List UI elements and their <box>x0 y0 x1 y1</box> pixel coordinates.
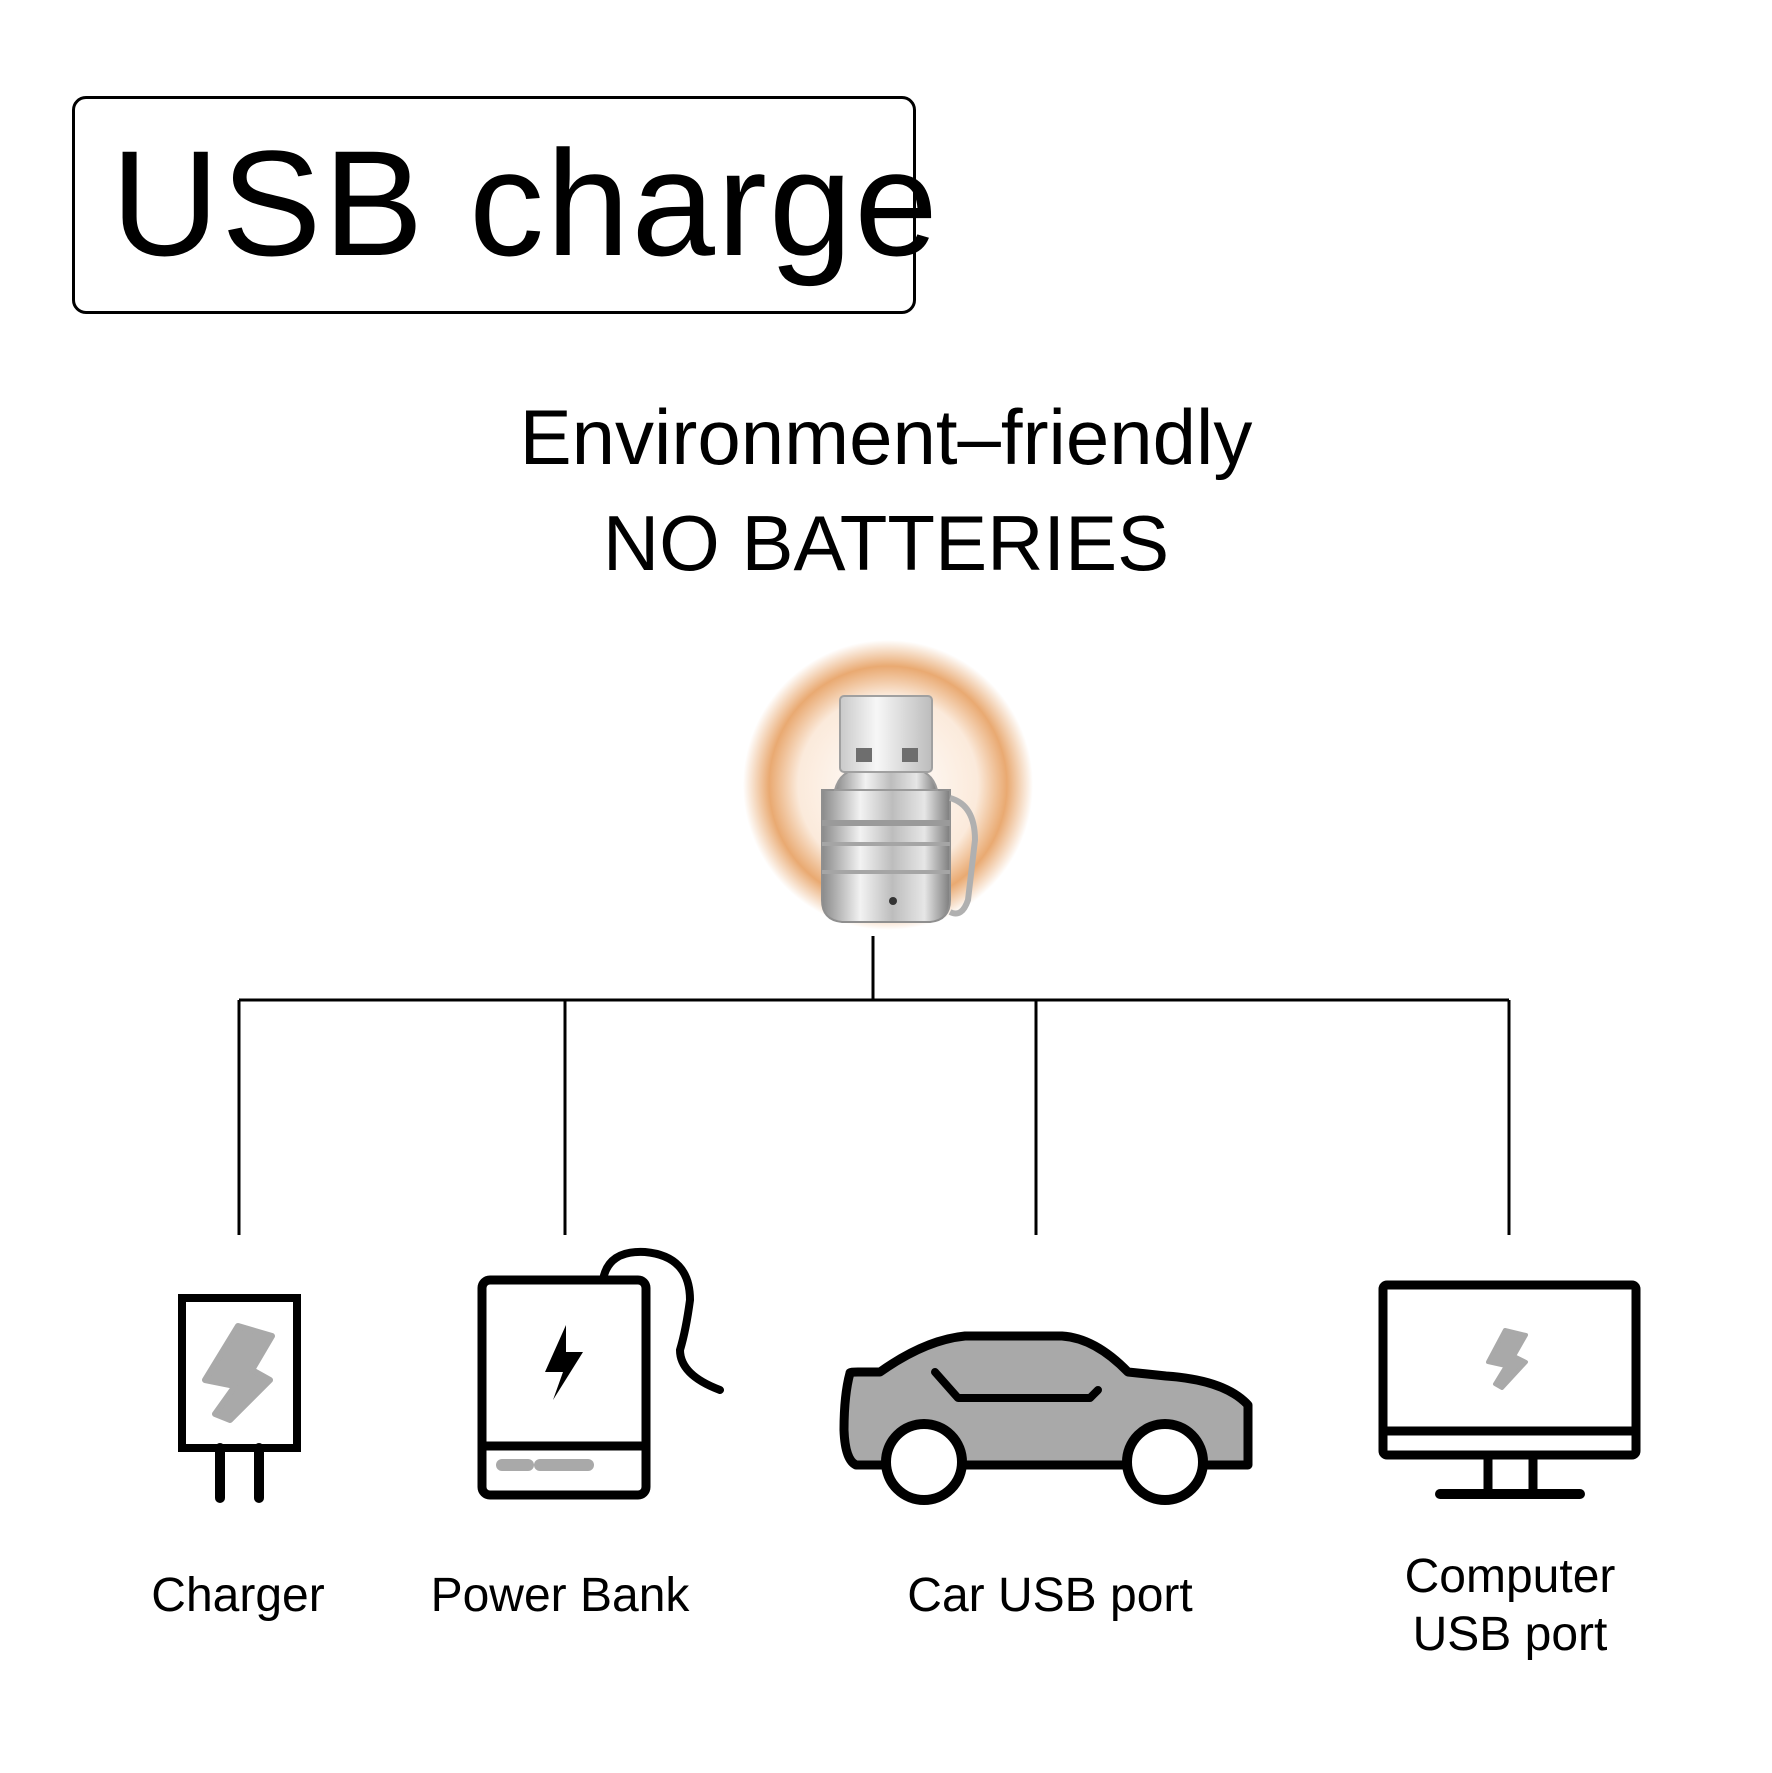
connector-tree <box>237 936 1511 1235</box>
label-computer-line-2: USB port <box>1412 1608 1608 1661</box>
title: USB charge <box>111 119 940 287</box>
usb-plug-icon <box>743 640 1033 930</box>
title-box: USB charge <box>72 96 938 314</box>
label-car-usb-port: Car USB port <box>907 1569 1193 1622</box>
label-computer-line-1: Computer <box>1404 1550 1616 1603</box>
power-bank-icon <box>477 1247 724 1500</box>
label-power-bank: Power Bank <box>430 1569 690 1622</box>
car-icon <box>839 1331 1253 1505</box>
wall-charger-icon <box>178 1294 301 1503</box>
computer-monitor-icon <box>1378 1280 1641 1499</box>
subtitle-line-2: NO BATTERIES <box>602 499 1170 587</box>
subtitle-line-1: Environment–friendly <box>519 393 1253 481</box>
label-charger: Charger <box>151 1569 325 1622</box>
label-computer-usb-port: Computer USB port <box>1350 1548 1670 1664</box>
